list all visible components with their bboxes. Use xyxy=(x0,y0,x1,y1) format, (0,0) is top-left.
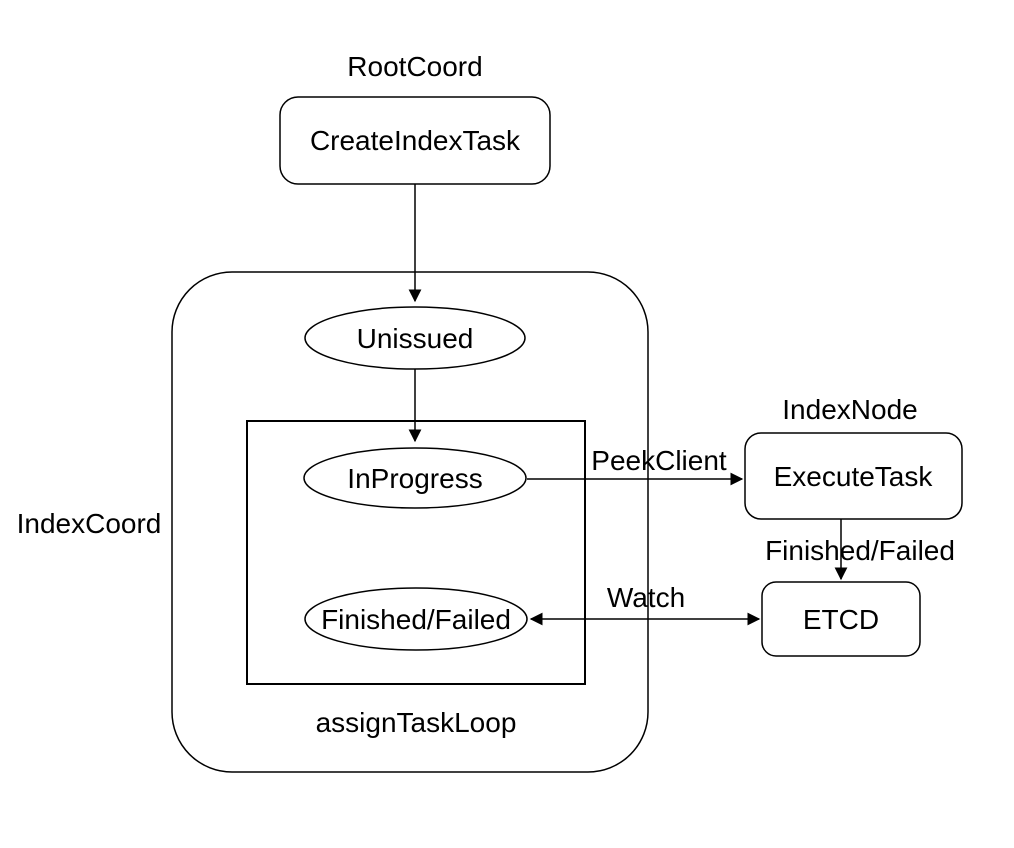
group-label-assign-task-loop: assignTaskLoop xyxy=(316,707,517,738)
node-etcd-label: ETCD xyxy=(803,604,879,635)
edge-label-watch: Watch xyxy=(607,582,685,613)
node-finished-failed-ellipse xyxy=(304,587,528,651)
node-execute-task-box xyxy=(744,432,963,520)
edge-label-finished-failed: Finished/Failed xyxy=(765,535,955,566)
node-in-progress-label: InProgress xyxy=(347,463,482,494)
node-in-progress-ellipse xyxy=(303,447,527,509)
group-label-index-coord: IndexCoord xyxy=(17,508,162,539)
edge-label-peekclient: PeekClient xyxy=(591,445,727,476)
node-etcd-box xyxy=(761,581,921,657)
container-assign-task-loop xyxy=(246,420,586,685)
node-finished-failed-label: Finished/Failed xyxy=(321,604,511,635)
group-label-index-node: IndexNode xyxy=(782,394,917,425)
group-label-rootcoord: RootCoord xyxy=(347,51,482,82)
container-index-coord xyxy=(171,271,649,773)
node-create-index-task-label: CreateIndexTask xyxy=(310,125,521,156)
node-execute-task-label: ExecuteTask xyxy=(774,461,934,492)
node-unissued-label: Unissued xyxy=(357,323,474,354)
